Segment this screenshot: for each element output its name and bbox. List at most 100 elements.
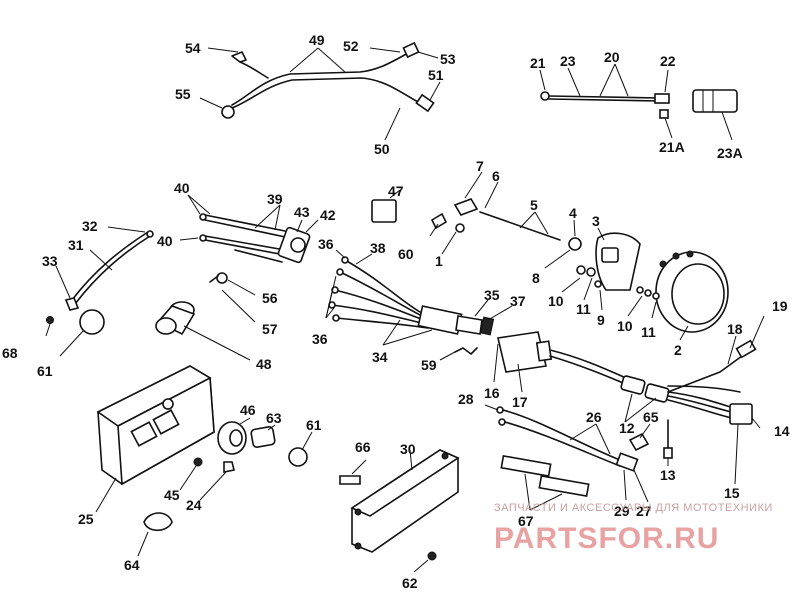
callout-50: 50 [374, 141, 390, 157]
callout-28: 28 [458, 391, 474, 407]
callout-26: 26 [586, 409, 602, 425]
key-switch-harness [45, 194, 319, 357]
washer-set [561, 265, 660, 319]
callout-61a: 61 [37, 363, 53, 379]
callout-40a: 40 [174, 180, 190, 196]
callout-36a: 36 [318, 236, 334, 252]
callout-11b: 11 [641, 324, 656, 340]
callout-24: 24 [186, 497, 202, 513]
callout-10b: 10 [617, 318, 633, 334]
connector-14 [729, 403, 753, 425]
callout-20: 20 [604, 49, 620, 65]
callout-43: 43 [294, 204, 310, 220]
callout-53: 53 [440, 51, 456, 67]
callout-57: 57 [262, 321, 278, 337]
watermark-brand: PARTSFOR.RU [494, 522, 719, 555]
callout-27: 27 [636, 503, 652, 519]
tube-48 [155, 301, 251, 361]
callout-23: 23 [560, 53, 576, 69]
plug-61b [288, 447, 308, 467]
callout-14: 14 [774, 423, 790, 439]
callout-62: 62 [402, 575, 418, 591]
plug-61 [79, 309, 105, 335]
nut-4 [568, 237, 582, 251]
callout-48: 48 [256, 356, 272, 372]
electrical-box-25 [95, 365, 215, 513]
screw-66 [339, 475, 361, 485]
relay-and-switch-parts [371, 171, 641, 291]
callout-22: 22 [660, 53, 676, 69]
tachometer-gauge-2 [655, 250, 729, 341]
watermark-tagline: ЗАПЧАСТИ И АКСЕССУАРЫ ДЛЯ МОТОТЕХНИКИ [494, 502, 773, 514]
callout-40b: 40 [157, 233, 173, 249]
callout-3: 3 [592, 213, 600, 229]
callout-9: 9 [597, 312, 605, 328]
grommet-56 [216, 272, 228, 284]
clamp-64 [143, 512, 173, 532]
relay-47 [371, 199, 397, 223]
callout-51: 51 [428, 67, 444, 83]
callout-52: 52 [343, 38, 359, 54]
callout-54: 54 [185, 40, 201, 56]
callout-1: 1 [435, 253, 443, 269]
callout-labels: 54 49 52 53 55 51 50 21 23 20 22 21A 23A… [2, 32, 790, 591]
cover-plate-30 [339, 449, 460, 573]
sleeves-67 [500, 454, 590, 511]
connector-53 [402, 41, 420, 59]
callout-8: 8 [532, 270, 540, 286]
callout-31: 31 [68, 237, 84, 253]
callout-32: 32 [82, 218, 98, 234]
callout-34: 34 [372, 349, 388, 365]
callout-10a: 10 [548, 293, 564, 309]
ring-terminal-55 [221, 105, 235, 119]
callout-37: 37 [510, 293, 526, 309]
callout-13: 13 [660, 467, 676, 483]
connector-17 [497, 331, 547, 373]
cable-17 [493, 315, 765, 485]
callout-4: 4 [569, 205, 577, 221]
callout-33: 33 [42, 253, 58, 269]
callout-39: 39 [267, 191, 283, 207]
callout-63: 63 [266, 410, 282, 426]
callout-56: 56 [262, 290, 278, 306]
callout-45: 45 [164, 487, 180, 503]
callout-25: 25 [78, 511, 94, 527]
callout-42: 42 [320, 207, 336, 223]
callout-59: 59 [421, 357, 437, 373]
callout-61b: 61 [306, 417, 322, 433]
callout-11a: 11 [576, 301, 591, 317]
callout-35: 35 [484, 287, 500, 303]
sleeve-63 [250, 426, 276, 448]
callout-21: 21 [530, 55, 546, 71]
callout-68: 68 [2, 345, 18, 361]
callout-19: 19 [772, 298, 788, 314]
callout-46: 46 [240, 402, 256, 418]
callout-65: 65 [643, 409, 659, 425]
callout-64: 64 [124, 557, 140, 573]
small-parts-lower-left [137, 417, 313, 557]
callout-67: 67 [518, 513, 534, 529]
callout-17: 17 [512, 394, 528, 410]
connector-23a [692, 89, 738, 113]
callout-6: 6 [492, 168, 500, 184]
watermark: ЗАПЧАСТИ И АКСЕССУАРЫ ДЛЯ МОТОТЕХНИКИ PA… [494, 502, 773, 555]
top-wiring-harness [199, 41, 441, 141]
callout-15: 15 [724, 485, 740, 501]
callout-2: 2 [674, 342, 682, 358]
callout-36b: 36 [312, 331, 328, 347]
lead-assembly-20 [539, 63, 738, 141]
callout-5: 5 [530, 197, 538, 213]
callout-30: 30 [400, 441, 416, 457]
callout-12: 12 [619, 420, 635, 436]
nut-68 [46, 316, 54, 324]
callout-23a: 23A [717, 145, 743, 161]
callout-38: 38 [370, 240, 386, 256]
callout-7: 7 [476, 158, 484, 174]
callout-29: 29 [614, 503, 630, 519]
callout-16: 16 [484, 385, 500, 401]
connector-51 [415, 93, 435, 113]
callout-21a: 21A [659, 139, 685, 155]
callout-60: 60 [398, 246, 414, 262]
connector-35 [455, 315, 483, 335]
